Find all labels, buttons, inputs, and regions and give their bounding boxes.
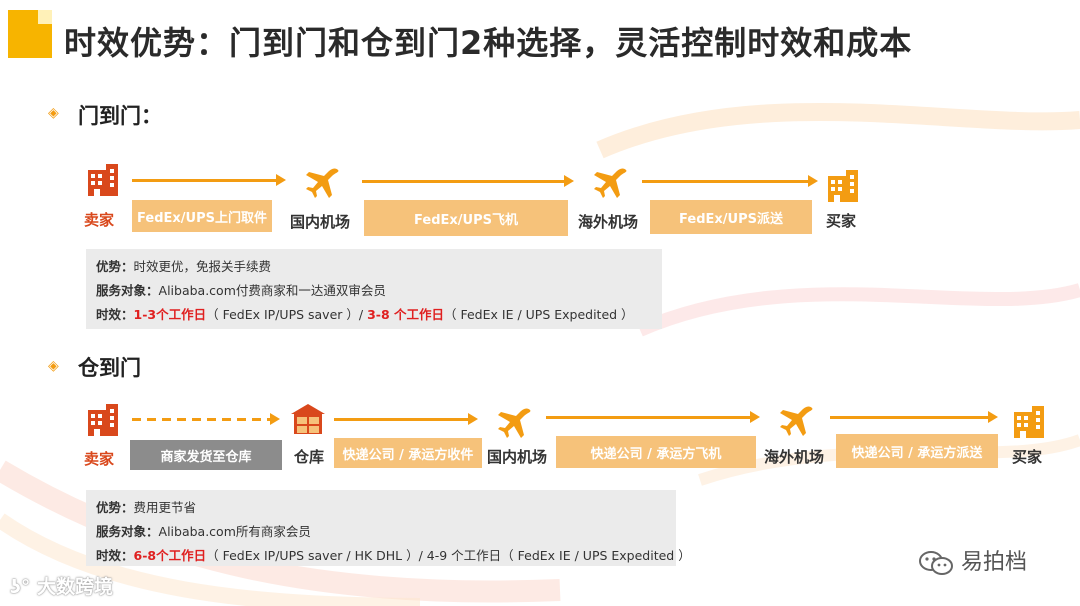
step-flight: FedEx/UPS飞机 <box>364 200 568 236</box>
node-warehouse: 仓库 <box>294 448 325 466</box>
flow-arrow <box>546 411 760 423</box>
flow-arrow <box>642 175 818 187</box>
step-ship-to-warehouse: 商家发货至仓库 <box>130 440 282 470</box>
info-time: 时效：6-8个工作日（ FedEx IP/UPS saver / HK DHL … <box>96 548 691 563</box>
step-delivery: 快递公司 / 承运方派送 <box>836 434 998 468</box>
node-buyer: 买家 <box>826 212 857 230</box>
step-delivery: FedEx/UPS派送 <box>650 200 812 234</box>
node-seller: 卖家 <box>84 450 115 468</box>
building-icon <box>88 404 118 436</box>
flow-arrow <box>362 175 574 187</box>
wechat-icon <box>919 551 953 575</box>
building-icon <box>88 164 118 196</box>
airplane-icon <box>594 168 627 198</box>
airplane-icon <box>498 408 531 438</box>
building-icon <box>1014 406 1044 438</box>
logo-icon: ʖ° <box>10 576 31 598</box>
node-domestic-airport: 国内机场 <box>487 448 548 466</box>
step-pickup: FedEx/UPS上门取件 <box>132 200 272 232</box>
info-advantage: 优势：时效更优，免报关手续费 <box>96 259 272 274</box>
node-overseas-airport: 海外机场 <box>764 448 825 466</box>
info-panel-warehouse-to-door: 优势：费用更节省 服务对象：Alibaba.com所有商家会员 时效：6-8个工… <box>86 490 691 566</box>
airplane-icon <box>306 168 339 198</box>
building-icon <box>828 170 858 202</box>
brand-watermark-left: ʖ° 大数跨境 <box>10 576 114 598</box>
info-advantage: 优势：费用更节省 <box>96 500 197 515</box>
section-heading-door-to-door: 门到门： <box>78 104 162 128</box>
node-overseas-airport: 海外机场 <box>578 213 639 231</box>
info-target: 服务对象：Alibaba.com付费商家和一达通双审会员 <box>96 283 386 298</box>
step-collect: 快递公司 / 承运方收件 <box>334 438 482 468</box>
info-time: 时效：1-3个工作日（ FedEx IP/UPS saver ）/ 3-8 个工… <box>96 307 634 322</box>
info-panel-door-to-door: 优势：时效更优，免报关手续费 服务对象：Alibaba.com付费商家和一达通双… <box>86 249 662 329</box>
airplane-icon <box>780 406 813 436</box>
node-domestic-airport: 国内机场 <box>290 213 351 231</box>
flow-arrow-dashed <box>132 413 280 425</box>
warehouse-icon <box>291 404 325 434</box>
step-flight: 快递公司 / 承运方飞机 <box>556 436 756 468</box>
title-accent-notch <box>38 10 52 24</box>
section-heading-warehouse-to-door: 仓到门 <box>78 356 141 380</box>
flow-arrow <box>132 174 286 186</box>
diamond-bullet-icon: ◈ <box>48 358 59 374</box>
page-title: 时效优势：门到门和仓到门2种选择，灵活控制时效和成本 <box>64 24 913 62</box>
node-buyer: 买家 <box>1012 448 1043 466</box>
diamond-bullet-icon: ◈ <box>48 105 59 121</box>
info-target: 服务对象：Alibaba.com所有商家会员 <box>96 524 311 539</box>
node-seller: 卖家 <box>84 211 115 229</box>
brand-watermark-right: 易拍档 <box>918 544 1027 576</box>
flow-arrow <box>830 411 998 423</box>
flow-arrow <box>334 413 478 425</box>
